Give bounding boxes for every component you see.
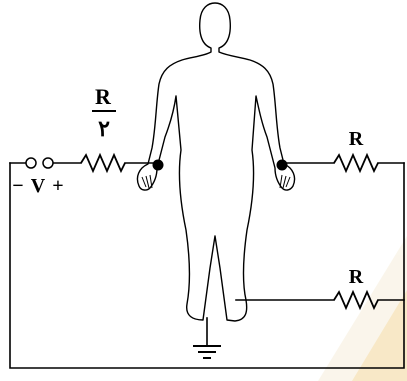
human-body-outline [136,2,296,322]
right-hand-fingers [279,174,291,189]
left-hand-contact [152,159,164,171]
battery-terminal-positive [42,157,54,169]
left-hand-fingers [141,174,153,189]
battery-terminal-negative [25,157,37,169]
circuit-wires [9,162,405,369]
resistor-r-over-2 [80,152,126,174]
label-battery-voltage: V [31,175,46,197]
label-battery-positive: + [52,175,63,197]
resistor-r-right-hand [333,152,379,174]
ground-icon [193,345,221,359]
label-battery-negative: − [12,175,23,197]
right-hand-contact [276,159,288,171]
label-r-half-numerator: R [95,84,112,109]
label-r-right-hand: R [349,128,364,150]
resistor-r-right-foot [333,289,379,311]
watermark-logo [318,236,407,381]
label-r-right-foot: R [349,266,364,288]
label-r-half-denominator: ۲ [98,116,110,141]
